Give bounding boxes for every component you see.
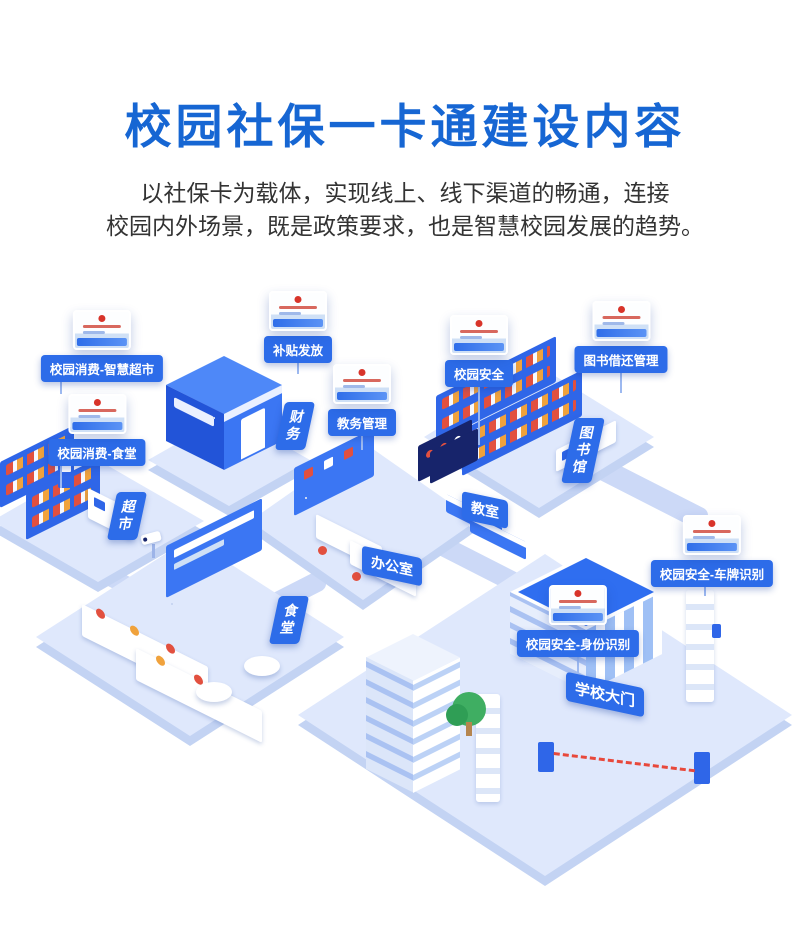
gate-building-right <box>510 554 662 696</box>
page-title: 校园社保一卡通建设内容 <box>124 100 686 153</box>
social-security-card-icon <box>449 315 508 355</box>
subtitle-line-1: 以社保卡为载体，实现线上、线下渠道的畅通，连接 <box>140 180 670 206</box>
callout-canteen-consume: 校园消费-食堂 <box>48 394 146 466</box>
card-text-line <box>77 415 100 418</box>
gate-pillar <box>686 590 721 702</box>
social-security-card-icon <box>332 364 391 404</box>
card-band <box>71 422 122 430</box>
card-text-line <box>278 312 301 315</box>
social-security-card-icon <box>72 310 131 350</box>
callout-label: 校园安全-车牌识别 <box>650 560 774 587</box>
dining-table <box>196 682 232 702</box>
card-band <box>336 392 387 400</box>
callout-subsidy: 补贴发放 <box>263 291 333 363</box>
callout-plate-recognition: 校园安全-车牌识别 <box>650 515 774 587</box>
card-band <box>552 613 603 621</box>
header: 校园社保一卡通建设内容 以社保卡为载体，实现线上、线下渠道的畅通，连接校园内外场… <box>0 0 810 244</box>
card-title-line <box>692 530 731 533</box>
national-emblem-icon <box>574 590 582 597</box>
social-security-card-icon <box>548 585 607 625</box>
card-title-line <box>278 306 317 309</box>
callout-connector <box>478 375 480 445</box>
callout-smart-market: 校园消费-智慧超市 <box>40 310 164 382</box>
card-title-line <box>558 600 597 603</box>
decor-box <box>304 466 313 481</box>
national-emblem-icon <box>708 520 716 527</box>
office-chair <box>318 546 327 555</box>
callout-label: 教务管理 <box>327 409 397 436</box>
store-building <box>166 356 282 476</box>
callout-connector <box>60 458 62 488</box>
callout-campus-safety: 校园安全 <box>444 315 514 387</box>
national-emblem-icon <box>98 315 106 322</box>
callout-connector <box>297 352 299 374</box>
card-text-line <box>601 322 624 325</box>
card-title-line <box>82 325 121 328</box>
callout-connector <box>620 359 622 393</box>
callout-label: 图书借还管理 <box>574 346 668 373</box>
card-band <box>272 319 323 327</box>
callout-label: 校园安全 <box>444 360 514 387</box>
card-text-line <box>342 385 365 388</box>
callout-connector <box>60 372 62 394</box>
callout-academic: 教务管理 <box>327 364 397 436</box>
turnstile-machine <box>694 752 710 784</box>
national-emblem-icon <box>475 320 483 327</box>
card-reader-device <box>712 624 721 638</box>
turnstile-machine <box>538 742 554 772</box>
tree-foliage <box>446 704 468 726</box>
social-security-card-icon <box>591 301 650 341</box>
gate-building-left <box>366 634 460 806</box>
page-subtitle: 以社保卡为载体，实现线上、线下渠道的畅通，连接校园内外场景，既是政策要求，也是智… <box>85 177 725 244</box>
card-text-line <box>459 336 482 339</box>
card-band <box>686 543 737 551</box>
card-band <box>595 329 646 337</box>
card-title-line <box>77 409 116 412</box>
checkout-screen <box>94 496 105 512</box>
camera-lens <box>142 537 148 543</box>
callout-identity-recognition: 校园安全-身份识别 <box>516 585 640 657</box>
card-title-line <box>459 330 498 333</box>
card-title-line <box>601 316 640 319</box>
callout-label: 校园消费-智慧超市 <box>40 355 164 382</box>
dining-table <box>244 656 280 676</box>
social-security-card-icon <box>67 394 126 434</box>
social-security-card-icon <box>682 515 741 555</box>
callout-connector <box>577 646 579 674</box>
tree-trunk <box>466 722 472 736</box>
callout-label: 补贴发放 <box>263 336 333 363</box>
card-band <box>453 343 504 351</box>
card-text-line <box>558 606 581 609</box>
national-emblem-icon <box>93 399 101 406</box>
callout-library-borrow: 图书借还管理 <box>574 301 668 373</box>
decor-box <box>324 456 333 471</box>
building-wall <box>366 657 413 793</box>
card-text-line <box>692 536 715 539</box>
national-emblem-icon <box>617 306 625 313</box>
callout-label: 校园消费-食堂 <box>48 439 146 466</box>
callout-label: 校园安全-身份识别 <box>516 630 640 657</box>
national-emblem-icon <box>358 369 366 376</box>
subtitle-line-2: 校园内外场景，既是政策要求，也是智慧校园发展的趋势。 <box>106 213 704 240</box>
store-door <box>241 407 265 460</box>
camera-pole <box>152 544 155 558</box>
card-title-line <box>342 379 381 382</box>
office-chair <box>352 572 361 581</box>
card-band <box>76 338 127 346</box>
kiosk-screen <box>61 462 71 472</box>
card-text-line <box>82 331 105 334</box>
social-security-card-icon <box>268 291 327 331</box>
decor-box <box>344 446 353 461</box>
national-emblem-icon <box>294 296 302 303</box>
